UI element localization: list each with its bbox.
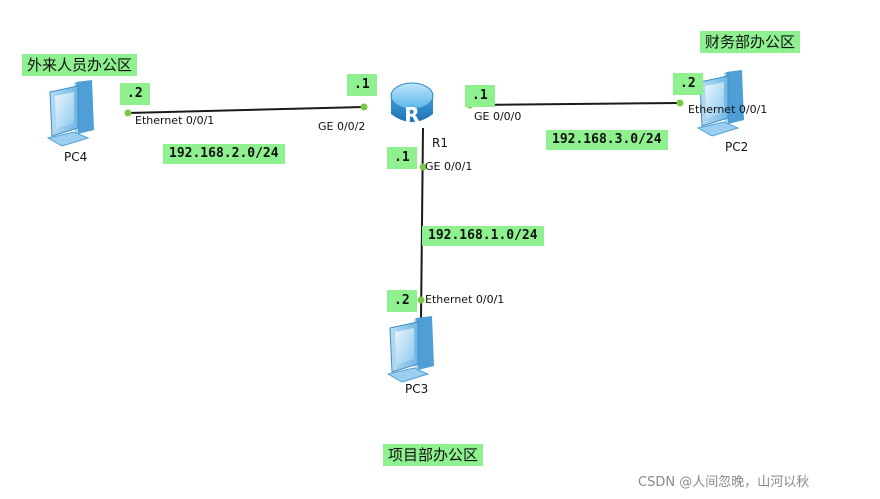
svg-text:R: R: [404, 103, 419, 127]
device-label-pc3: PC3: [405, 382, 429, 396]
router-icon[interactable]: R: [390, 82, 434, 127]
port-label-r1-ge001: GE 0/0/1: [425, 160, 473, 173]
watermark: CSDN @人间忽晚，山河以秋: [638, 475, 810, 490]
subnet-label-left: 192.168.2.0/24: [163, 144, 285, 164]
port-dot: [360, 103, 368, 111]
host-label-pc4: .2: [120, 83, 150, 105]
port-label-pc2: Ethernet 0/0/1: [688, 103, 768, 116]
host-label-r1-ge001: .1: [387, 147, 417, 169]
device-label-pc4: PC4: [64, 150, 88, 164]
port-label-r1-ge000: GE 0/0/0: [474, 110, 522, 123]
zone-label-finance: 财务部办公区: [700, 31, 801, 53]
link-r1-pc2: [469, 102, 681, 106]
host-label-r1-ge002: .1: [347, 74, 377, 96]
link-r1-pc3: [420, 127, 424, 321]
zone-label-guest: 外来人员办公区: [22, 54, 138, 76]
link-r1-pc4: [127, 106, 365, 114]
port-dot: [417, 296, 425, 304]
host-label-r1-ge000: .1: [465, 85, 495, 107]
computer-icon[interactable]: [387, 315, 435, 383]
port-label-pc3: Ethernet 0/0/1: [425, 293, 505, 306]
port-label-pc4: Ethernet 0/0/1: [135, 114, 215, 127]
port-dot: [676, 99, 684, 107]
host-label-pc2: .2: [673, 73, 703, 95]
device-label-pc2: PC2: [725, 140, 749, 154]
port-dot: [419, 163, 427, 171]
port-dot: [124, 109, 132, 117]
computer-icon[interactable]: [47, 79, 95, 147]
subnet-label-right: 192.168.3.0/24: [546, 130, 668, 150]
zone-label-project: 项目部办公区: [383, 444, 484, 466]
subnet-label-bottom: 192.168.1.0/24: [422, 226, 544, 246]
port-label-r1-ge002: GE 0/0/2: [318, 120, 366, 133]
host-label-pc3: .2: [387, 290, 417, 312]
device-label-r1: R1: [432, 136, 448, 150]
